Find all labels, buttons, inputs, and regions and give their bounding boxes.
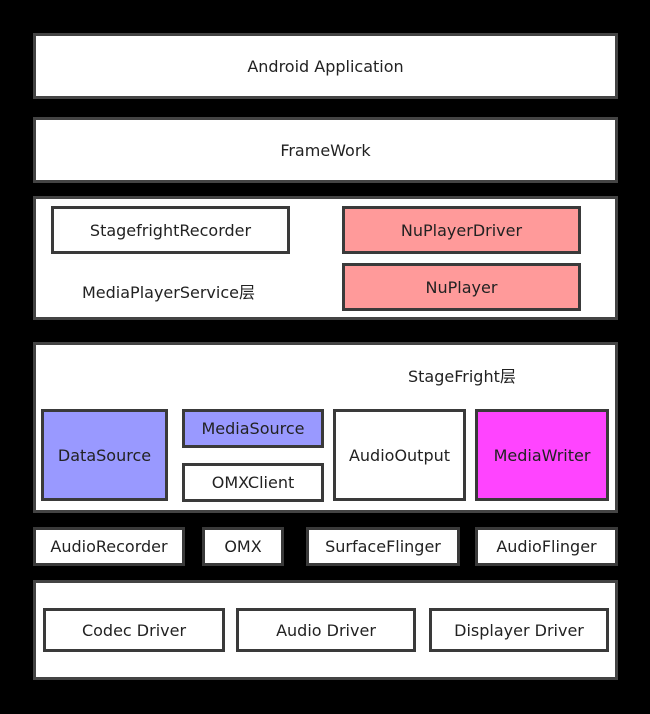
displayer-driver-box: Displayer Driver bbox=[429, 608, 609, 652]
audiorecorder-label: AudioRecorder bbox=[50, 537, 168, 556]
datasource-box: DataSource bbox=[41, 409, 168, 501]
mediawriter-label: MediaWriter bbox=[493, 445, 591, 465]
omx-box: OMX bbox=[202, 527, 284, 566]
audioflinger-box: AudioFlinger bbox=[475, 527, 618, 566]
audio-driver-label: Audio Driver bbox=[276, 620, 376, 640]
android-application-layer: Android Application bbox=[33, 33, 618, 99]
codec-driver-label: Codec Driver bbox=[81, 620, 187, 640]
android-application-label: Android Application bbox=[247, 56, 404, 76]
stagefright-layer-label: StageFright层 bbox=[408, 367, 516, 386]
audiooutput-box: AudioOutput bbox=[333, 409, 466, 501]
nuplayer-driver-label: NuPlayerDriver bbox=[400, 220, 523, 240]
stagefright-recorder-box: StagefrightRecorder bbox=[51, 206, 290, 254]
nuplayer-label: NuPlayer bbox=[425, 277, 498, 297]
mediasource-box: MediaSource bbox=[182, 409, 324, 448]
nuplayer-driver-box: NuPlayerDriver bbox=[342, 206, 581, 254]
mediawriter-box: MediaWriter bbox=[475, 409, 609, 501]
framework-layer: FrameWork bbox=[33, 117, 618, 183]
audiorecorder-box: AudioRecorder bbox=[33, 527, 185, 566]
audiooutput-label: AudioOutput bbox=[348, 445, 451, 465]
mediaplayerservice-layer-label: MediaPlayerService层 bbox=[82, 283, 255, 302]
codec-driver-box: Codec Driver bbox=[43, 608, 225, 652]
audio-driver-box: Audio Driver bbox=[236, 608, 416, 652]
surfaceflinger-box: SurfaceFlinger bbox=[306, 527, 460, 566]
framework-label: FrameWork bbox=[280, 140, 371, 160]
surfaceflinger-label: SurfaceFlinger bbox=[325, 537, 441, 556]
audioflinger-label: AudioFlinger bbox=[496, 537, 597, 556]
stagefright-recorder-label: StagefrightRecorder bbox=[89, 220, 252, 240]
omxclient-box: OMXClient bbox=[182, 463, 324, 502]
omxclient-label: OMXClient bbox=[211, 473, 295, 492]
datasource-label: DataSource bbox=[57, 445, 152, 465]
omx-label: OMX bbox=[224, 537, 262, 556]
nuplayer-box: NuPlayer bbox=[342, 263, 581, 311]
mediasource-label: MediaSource bbox=[201, 419, 305, 438]
displayer-driver-label: Displayer Driver bbox=[454, 620, 584, 640]
